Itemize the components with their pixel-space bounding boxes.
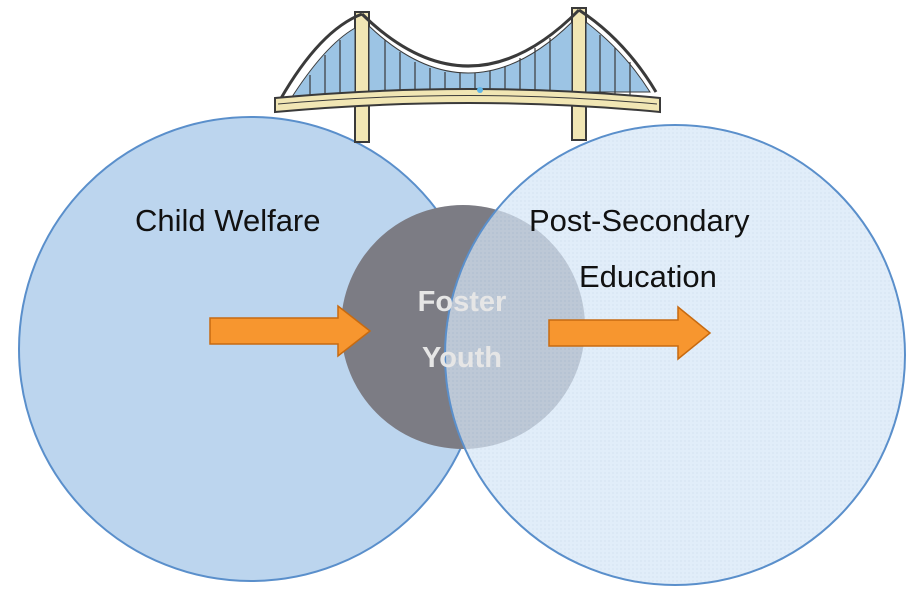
arrow-right-icon (209, 304, 372, 358)
post-secondary-label: Post-Secondary (529, 203, 750, 238)
bridge-icon (274, 7, 661, 143)
youth-label: Youth (422, 342, 502, 374)
arrow-right-icon (548, 305, 712, 361)
foster-label: Foster (418, 286, 507, 318)
child-welfare-label: Child Welfare (135, 203, 321, 238)
education-label: Education (579, 259, 717, 294)
right-circle (444, 124, 906, 586)
